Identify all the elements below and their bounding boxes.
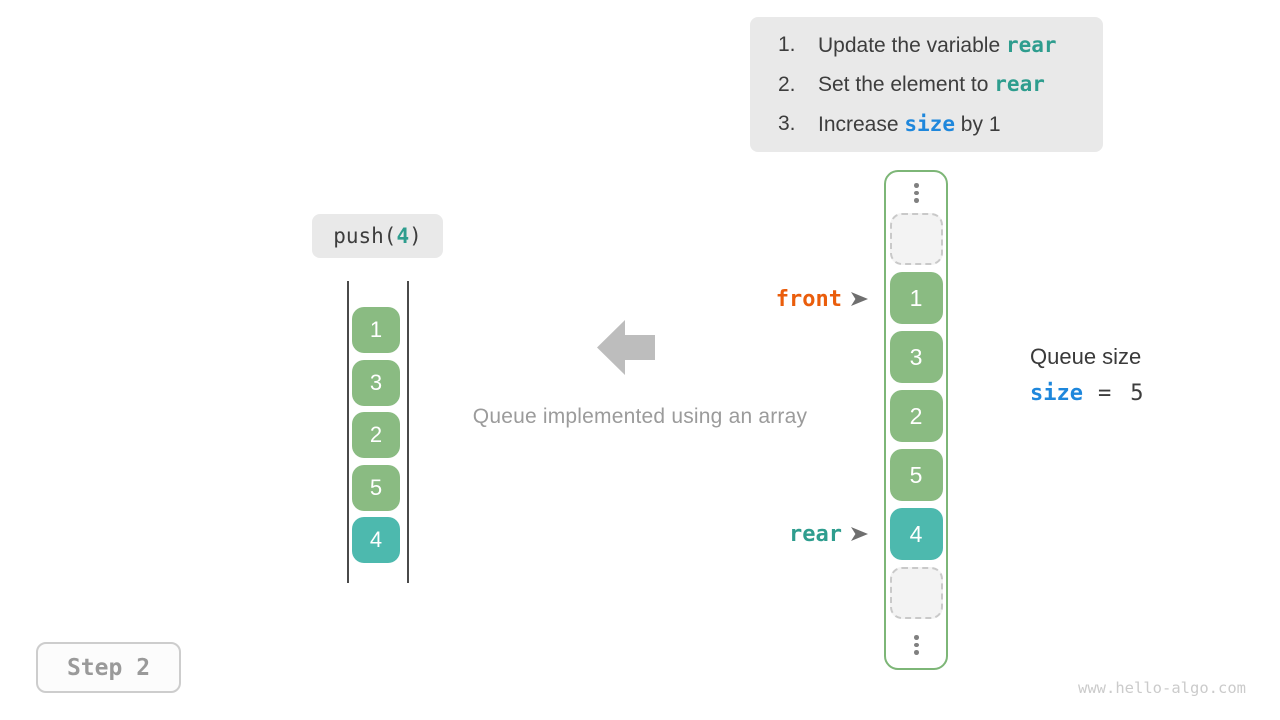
queue-abstract: 1 3 2 5 4 bbox=[352, 307, 400, 563]
instruction-item: 3. Increase size by 1 bbox=[778, 106, 1103, 142]
array-cell: 5 bbox=[889, 449, 943, 501]
queue-cell: 3 bbox=[352, 359, 400, 406]
pointer-arrow-icon bbox=[851, 527, 868, 541]
queue-cell: 2 bbox=[352, 412, 400, 458]
instructions-panel: 1. Update the variable rear 2. Set the e… bbox=[750, 17, 1103, 152]
instruction-text: Set the element to rear bbox=[818, 72, 1045, 96]
instruction-item: 1. Update the variable rear bbox=[778, 27, 1103, 63]
watermark: www.hello-algo.com bbox=[1078, 679, 1246, 697]
array-container: 1 3 2 5 4 bbox=[884, 170, 948, 670]
code-token: size bbox=[904, 111, 955, 136]
step-label: Step 2 bbox=[66, 654, 151, 681]
queue-wall-left bbox=[347, 281, 349, 583]
queue-cell: 5 bbox=[352, 464, 400, 511]
array-cell: 2 bbox=[889, 390, 943, 442]
left-arrow-icon bbox=[597, 320, 655, 380]
list-number: 2. bbox=[778, 72, 796, 96]
size-value: 5 bbox=[1130, 381, 1144, 406]
instruction-item: 2. Set the element to rear bbox=[778, 67, 1103, 103]
rear-pointer: rear bbox=[638, 520, 868, 548]
array-cell: 1 bbox=[889, 272, 943, 324]
pointer-arrow-icon bbox=[851, 292, 868, 306]
array-cell bbox=[889, 567, 943, 619]
equals-sign: = bbox=[1097, 381, 1112, 406]
front-pointer: front bbox=[638, 285, 868, 313]
array-cell: 3 bbox=[889, 331, 943, 383]
step-badge: Step 2 bbox=[36, 642, 181, 693]
queue-cell: 1 bbox=[352, 307, 400, 353]
operation-argument: 4 bbox=[396, 224, 410, 248]
instruction-text: Update the variable rear bbox=[818, 32, 1057, 57]
instruction-text: Increase size by 1 bbox=[818, 111, 1001, 136]
code-token: rear bbox=[994, 72, 1045, 96]
array-cell bbox=[889, 213, 943, 265]
queue-cell: 4 bbox=[352, 517, 400, 563]
ellipsis-icon bbox=[913, 183, 919, 204]
array-cell: 4 bbox=[889, 508, 943, 560]
list-number: 1. bbox=[778, 33, 796, 56]
front-pointer-label: front bbox=[775, 286, 842, 312]
queue-size-annotation: Queue size size = 5 bbox=[1030, 344, 1143, 406]
operation-suffix: ) bbox=[409, 224, 422, 248]
operation-label: push(4) bbox=[312, 214, 443, 258]
queue-size-title: Queue size bbox=[1030, 344, 1142, 369]
queue-size-value-line: size = 5 bbox=[1030, 381, 1143, 406]
code-token: rear bbox=[1005, 32, 1057, 57]
list-number: 3. bbox=[778, 112, 796, 135]
queue-wall-right bbox=[407, 281, 409, 583]
size-variable: size bbox=[1030, 381, 1083, 406]
operation-prefix: push( bbox=[333, 224, 397, 248]
ellipsis-icon bbox=[913, 635, 919, 656]
diagram-caption: Queue implemented using an array bbox=[472, 405, 808, 428]
rear-pointer-label: rear bbox=[789, 521, 842, 547]
